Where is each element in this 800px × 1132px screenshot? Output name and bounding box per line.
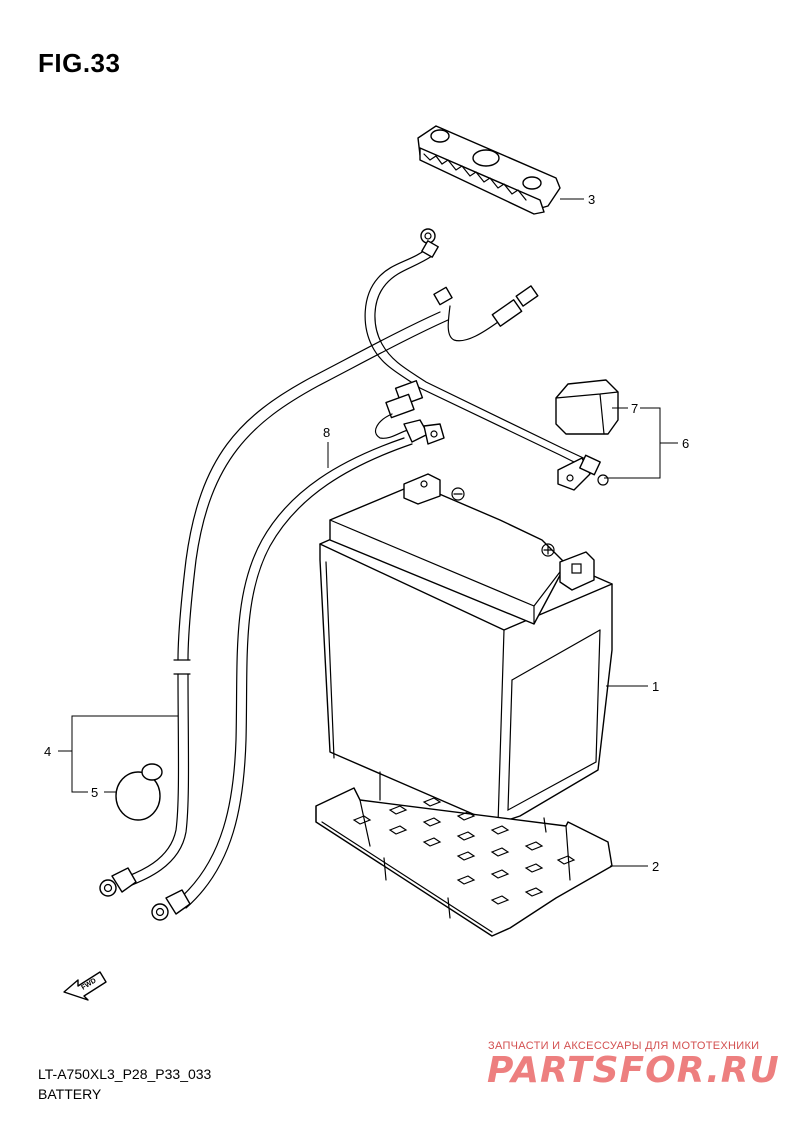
terminal-boot-part-5[interactable] [115, 763, 163, 821]
battery-pad-part-3[interactable] [417, 125, 561, 215]
callout-3: 3 [588, 192, 595, 207]
battery-tray-part-2[interactable] [315, 771, 613, 937]
forward-arrow-icon: FWD [63, 971, 107, 1001]
callout-1: 1 [652, 679, 659, 694]
callout-7: 7 [631, 401, 638, 416]
watermark-logo: PARTSFOR.RU [487, 1050, 780, 1091]
section-name: BATTERY [38, 1086, 102, 1102]
battery-cable-part-4[interactable] [99, 228, 609, 897]
figure-title: FIG.33 [38, 48, 121, 78]
watermark-tagline: ЗАПЧАСТИ И АКСЕССУАРЫ ДЛЯ МОТОТЕХНИКИ [488, 1040, 760, 1052]
callout-8: 8 [323, 425, 330, 440]
battery-cable-part-8[interactable] [151, 380, 445, 921]
callout-6: 6 [682, 436, 689, 451]
callout-2: 2 [652, 859, 659, 874]
model-code: LT-A750XL3_P28_P33_033 [38, 1066, 212, 1082]
callout-5: 5 [91, 785, 98, 800]
callout-4: 4 [44, 744, 51, 759]
battery-part-1[interactable] [319, 473, 613, 825]
terminal-cover-part-7[interactable] [555, 379, 619, 435]
